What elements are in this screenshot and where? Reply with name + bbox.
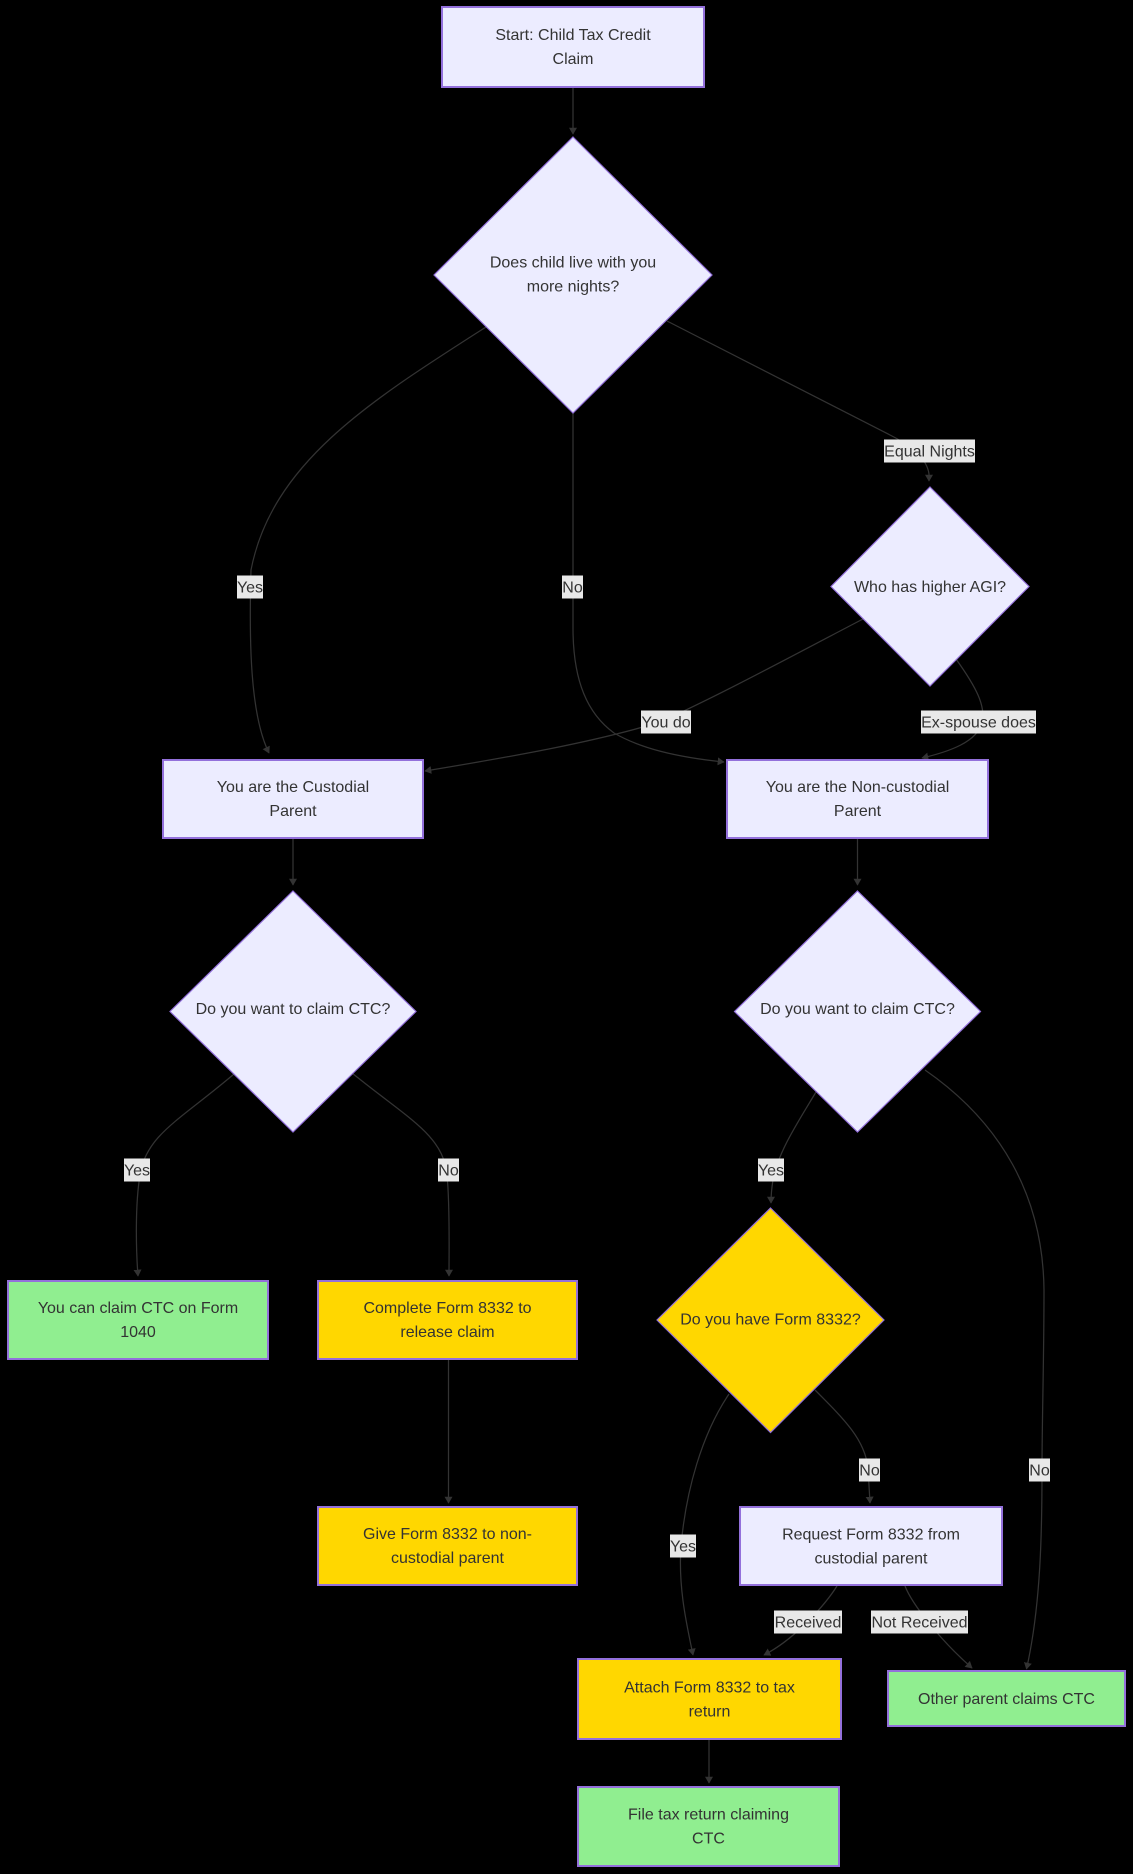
svg-text:Complete Form 8332 to: Complete Form 8332 to	[363, 1300, 531, 1317]
svg-text:Claim: Claim	[553, 51, 594, 68]
svg-text:You are the Custodial: You are the Custodial	[217, 779, 369, 796]
svg-text:Start: Child Tax Credit: Start: Child Tax Credit	[495, 27, 651, 44]
svg-text:No: No	[438, 1163, 459, 1180]
svg-text:CTC: CTC	[692, 1831, 725, 1848]
svg-text:Who has higher AGI?: Who has higher AGI?	[854, 579, 1006, 596]
svg-text:Yes: Yes	[670, 1539, 696, 1556]
svg-text:Do you want to claim CTC?: Do you want to claim CTC?	[760, 1001, 955, 1018]
svg-text:Parent: Parent	[834, 803, 882, 820]
svg-text:return: return	[689, 1704, 731, 1721]
svg-text:custodial parent: custodial parent	[815, 1551, 929, 1568]
svg-text:You can claim CTC on Form: You can claim CTC on Form	[38, 1300, 238, 1317]
svg-text:Ex-spouse does: Ex-spouse does	[921, 715, 1036, 732]
svg-text:Attach Form 8332 to tax: Attach Form 8332 to tax	[624, 1680, 795, 1697]
svg-text:release claim: release claim	[400, 1324, 494, 1341]
svg-text:No: No	[1029, 1463, 1050, 1480]
svg-text:Do you want to claim CTC?: Do you want to claim CTC?	[196, 1001, 391, 1018]
svg-text:Not Received: Not Received	[871, 1615, 967, 1632]
svg-text:more nights?: more nights?	[527, 279, 620, 296]
svg-text:Request Form 8332 from: Request Form 8332 from	[782, 1527, 960, 1544]
svg-text:Yes: Yes	[758, 1163, 784, 1180]
svg-text:Yes: Yes	[124, 1163, 150, 1180]
svg-text:Other parent claims CTC: Other parent claims CTC	[918, 1691, 1095, 1708]
svg-text:Received: Received	[775, 1615, 842, 1632]
svg-text:custodial parent: custodial parent	[391, 1550, 505, 1567]
svg-text:No: No	[562, 580, 583, 597]
svg-text:Does child live with you: Does child live with you	[490, 255, 656, 272]
svg-text:File tax return claiming: File tax return claiming	[628, 1807, 789, 1824]
svg-text:You do: You do	[641, 715, 690, 732]
svg-text:Yes: Yes	[237, 580, 263, 597]
svg-text:Parent: Parent	[269, 803, 317, 820]
svg-text:1040: 1040	[120, 1324, 156, 1341]
svg-text:You are the Non-custodial: You are the Non-custodial	[766, 779, 950, 796]
svg-text:Do you have Form 8332?: Do you have Form 8332?	[680, 1312, 861, 1329]
svg-text:Give Form 8332 to non-: Give Form 8332 to non-	[363, 1526, 532, 1543]
svg-text:Equal Nights: Equal Nights	[884, 444, 975, 461]
svg-text:No: No	[859, 1463, 880, 1480]
